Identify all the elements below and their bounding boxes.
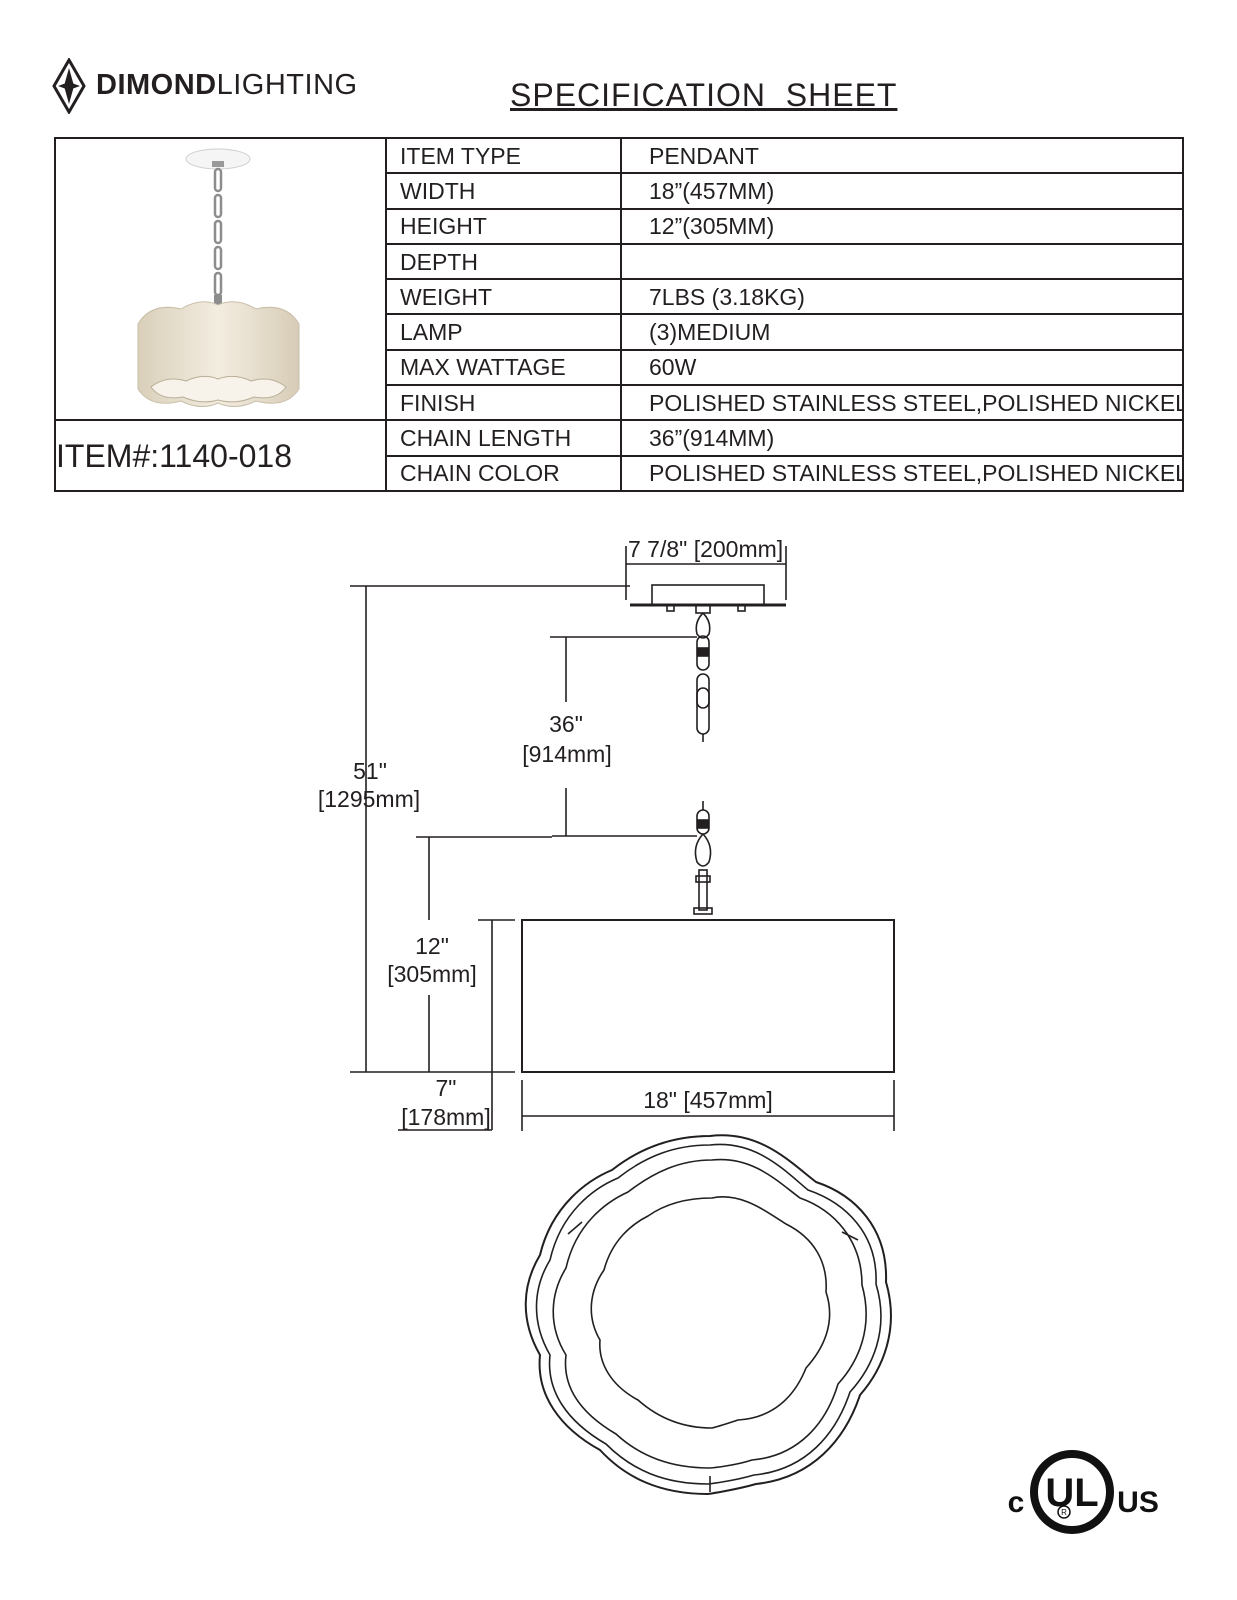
spec-value: POLISHED STAINLESS STEEL,POLISHED NICKEL bbox=[620, 384, 1184, 422]
ul-left-text: c bbox=[1008, 1486, 1024, 1519]
spec-value: 18”(457MM) bbox=[620, 172, 1184, 210]
table-row: WEIGHT 7LBS (3.18KG) bbox=[55, 278, 1184, 316]
spec-value: 60W bbox=[620, 348, 1184, 387]
spec-label: MAX WATTAGE bbox=[385, 348, 622, 387]
overall-height-in: 51" bbox=[353, 758, 387, 784]
spec-value: 36”(914MM) bbox=[620, 419, 1184, 457]
ul-right-text: US bbox=[1117, 1486, 1159, 1519]
spec-value: 7LBS (3.18KG) bbox=[620, 278, 1184, 316]
ul-certification-mark: R UL c US bbox=[1008, 1446, 1168, 1538]
page-title: SPECIFICATION SHEET bbox=[510, 77, 898, 113]
spec-label: HEIGHT bbox=[385, 207, 622, 245]
product-photo-cell bbox=[54, 136, 387, 422]
spec-value: (3)MEDIUM bbox=[620, 313, 1184, 351]
shade-height-in: 7" bbox=[435, 1075, 457, 1101]
spec-value: 12”(305MM) bbox=[620, 207, 1184, 245]
table-row: LAMP (3)MEDIUM bbox=[55, 313, 1184, 351]
brand-logo: DIMONDLIGHTING bbox=[52, 58, 382, 114]
svg-text:R: R bbox=[1061, 1508, 1067, 1517]
brand-name-light: LIGHTING bbox=[216, 69, 358, 101]
spec-label: DEPTH bbox=[385, 242, 622, 281]
spec-label: CHAIN COLOR bbox=[385, 454, 622, 493]
canopy-width-label: 7 7/8" [200mm] bbox=[628, 536, 784, 562]
brand-name: DIMONDLIGHTING bbox=[96, 70, 358, 100]
spec-table: ITEM TYPE PENDANT WIDTH 18”(457MM) HEIGH… bbox=[54, 136, 1184, 493]
spec-label: WIDTH bbox=[385, 172, 622, 210]
chain-length-mm: [914mm] bbox=[522, 741, 612, 767]
fixture-height-mm: [305mm] bbox=[387, 961, 477, 987]
overall-height-mm: [1295mm] bbox=[317, 786, 421, 812]
product-photo bbox=[137, 148, 300, 407]
spec-value: POLISHED STAINLESS STEEL,POLISHED NICKEL bbox=[620, 454, 1184, 493]
fixture-height-in: 12" bbox=[415, 933, 449, 959]
table-row: MAX WATTAGE 60W bbox=[55, 348, 1184, 387]
spec-label: FINISH bbox=[385, 384, 622, 422]
item-number: ITEM#:1140-018 bbox=[54, 419, 387, 492]
spec-label: ITEM TYPE bbox=[385, 136, 622, 175]
brand-name-bold: DIMOND bbox=[96, 69, 217, 101]
table-row: ITEM#:1140-018 CHAIN LENGTH 36”(914MM) bbox=[54, 419, 1184, 492]
table-row: WIDTH 18”(457MM) bbox=[55, 172, 1184, 210]
diamond-logo-icon bbox=[52, 58, 86, 114]
table-row: CHAIN COLOR POLISHED STAINLESS STEEL,POL… bbox=[55, 454, 1184, 493]
table-row: FINISH POLISHED STAINLESS STEEL,POLISHED… bbox=[55, 384, 1184, 422]
shade-height-mm: [178mm] bbox=[401, 1104, 491, 1130]
fixture-width-label: 18" [457mm] bbox=[643, 1087, 773, 1113]
spec-label: CHAIN LENGTH bbox=[385, 419, 622, 457]
table-row: DEPTH bbox=[55, 242, 1184, 281]
spec-value bbox=[620, 242, 1184, 281]
table-row: HEIGHT 12”(305MM) bbox=[55, 207, 1184, 245]
chain-length-in: 36" bbox=[549, 711, 583, 737]
ul-center-text: UL bbox=[1045, 1471, 1098, 1515]
spec-label: WEIGHT bbox=[385, 278, 622, 316]
table-row: ITEM TYPE PENDANT bbox=[54, 136, 1184, 422]
ul-logo-icon: R UL c US bbox=[1008, 1450, 1159, 1534]
spec-value: PENDANT bbox=[620, 136, 1184, 175]
spec-label: LAMP bbox=[385, 313, 622, 351]
